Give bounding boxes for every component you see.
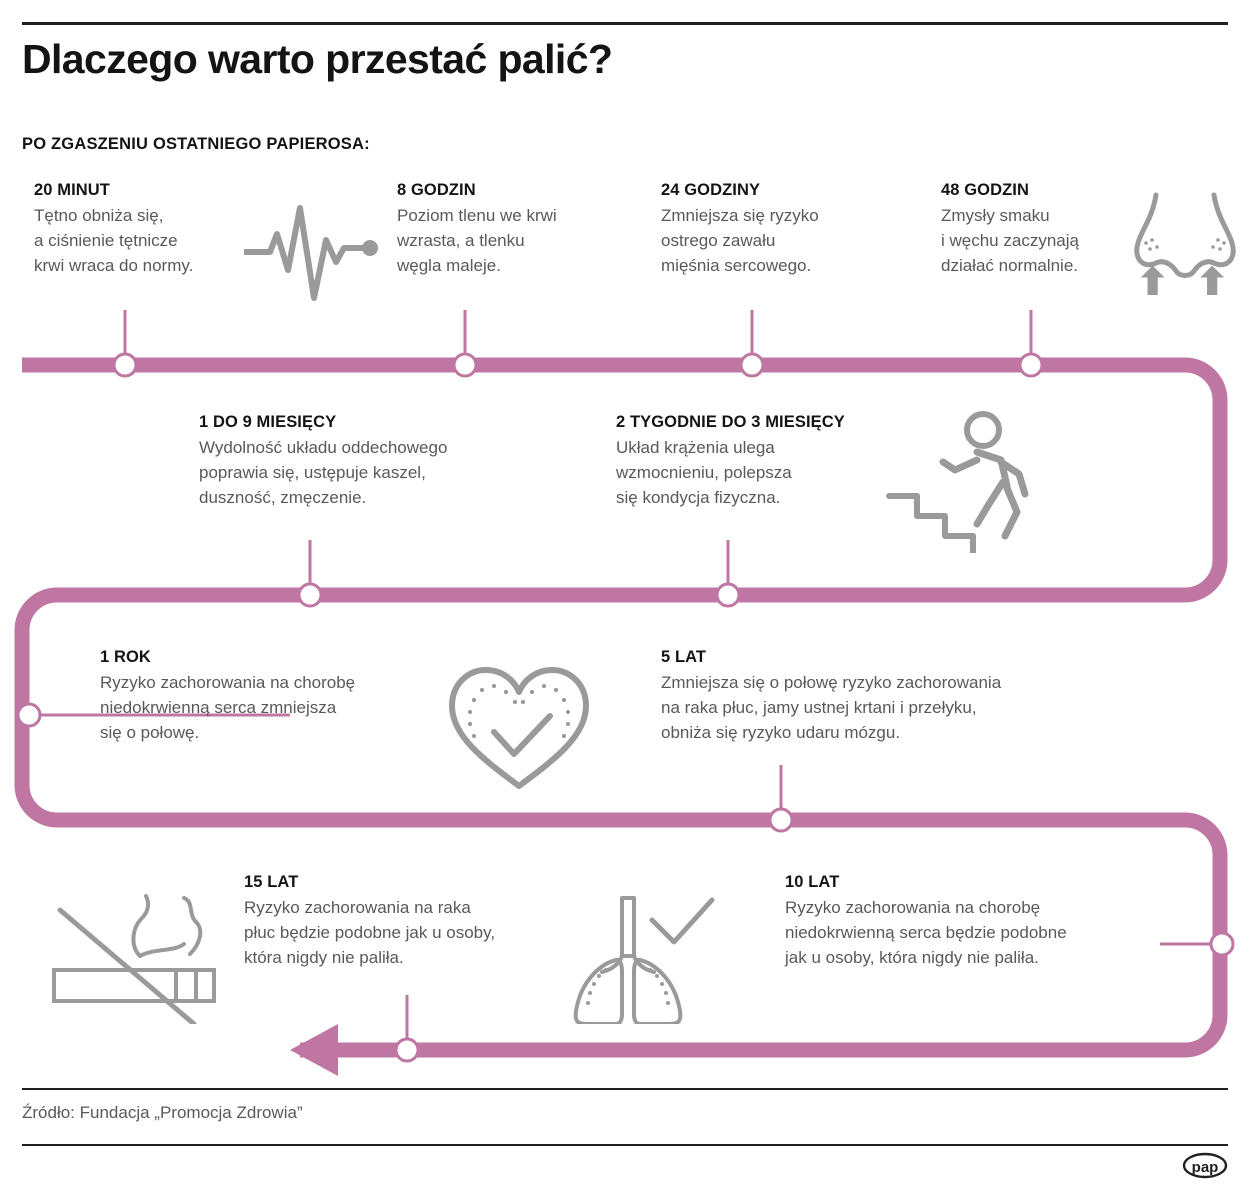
milestone-description: Ryzyko zachorowania na chorobę niedokrwi…: [100, 673, 356, 743]
milestone-description: Układ krążenia ulega wzmocnieniu, poleps…: [616, 438, 792, 508]
timeline-node-20-minut: [112, 352, 138, 378]
milestone-description: Zmniejsza się o połowę ryzyko zachorowan…: [661, 673, 1002, 743]
top-divider: [22, 22, 1228, 25]
milestone-description: Tętno obniża się, a ciśnienie tętnicze k…: [34, 206, 194, 276]
footer-divider-bottom: [22, 1144, 1228, 1146]
timeline-node-8-godzin: [452, 352, 478, 378]
milestone-label: 15 LAT: [244, 873, 299, 891]
page-title: Dlaczego warto przestać palić?: [22, 36, 613, 82]
milestone-24-godziny: 24 GODZINY Zmniejsza się ryzyko ostrego …: [661, 181, 891, 278]
timeline-node-24-godziny: [739, 352, 765, 378]
milestone-label: 1 ROK: [100, 648, 151, 666]
milestone-description: Poziom tlenu we krwi wzrasta, a tlenku w…: [397, 206, 557, 276]
milestone-8-godzin: 8 GODZIN Poziom tlenu we krwi wzrasta, a…: [397, 181, 627, 278]
timeline-node-1-rok: [16, 702, 42, 728]
milestone-1-rok: 1 ROK Ryzyko zachorowania na chorobę nie…: [100, 648, 440, 745]
no-smoking-icon: [44, 884, 234, 1029]
pap-logo: pap: [1182, 1152, 1228, 1179]
milestone-2-tygodnie-do-3-miesiecy: 2 TYGODNIE DO 3 MIESIĘCY Układ krążenia …: [616, 413, 916, 510]
pap-logo-text: pap: [1192, 1159, 1219, 1176]
milestone-label: 5 LAT: [661, 648, 707, 666]
milestone-description: Zmniejsza się ryzyko ostrego zawału mięś…: [661, 206, 819, 276]
footer-divider-top: [22, 1088, 1228, 1090]
milestone-label: 48 GODZIN: [941, 181, 1030, 199]
milestone-description: Ryzyko zachorowania na raka płuc będzie …: [244, 898, 496, 968]
heartbeat-icon: [241, 196, 384, 311]
source-note: Źródło: Fundacja „Promocja Zdrowia”: [22, 1103, 303, 1122]
milestone-5-lat: 5 LAT Zmniejsza się o połowę ryzyko zach…: [661, 648, 1121, 745]
timeline-node-2-tygodnie: [715, 582, 741, 608]
page-subtitle: PO ZGASZENIU OSTATNIEGO PAPIEROSA:: [22, 135, 370, 153]
lungs-check-icon: [560, 884, 720, 1029]
milestone-label: 20 MINUT: [34, 181, 110, 199]
nose-icon: [1130, 185, 1240, 300]
milestone-10-lat: 10 LAT Ryzyko zachorowania na chorobę ni…: [785, 873, 1185, 970]
milestone-15-lat: 15 LAT Ryzyko zachorowania na raka płuc …: [244, 873, 574, 970]
milestone-label: 10 LAT: [785, 873, 840, 891]
timeline-node-10-lat: [1209, 931, 1235, 957]
timeline-node-1-do-9-miesiecy: [297, 582, 323, 608]
milestone-description: Zmysły smaku i węchu zaczynają działać n…: [941, 206, 1079, 276]
milestone-label: 2 TYGODNIE DO 3 MIESIĘCY: [616, 413, 845, 431]
timeline-node-48-godzin: [1018, 352, 1044, 378]
milestone-48-godzin: 48 GODZIN Zmysły smaku i węchu zaczynają…: [941, 181, 1141, 278]
heart-check-icon: [444, 660, 594, 800]
milestone-1-do-9-miesiecy: 1 DO 9 MIESIĘCY Wydolność układu oddecho…: [199, 413, 539, 510]
milestone-label: 24 GODZINY: [661, 181, 761, 199]
milestone-description: Wydolność układu oddechowego poprawia si…: [199, 438, 448, 508]
timeline-node-15-lat: [394, 1037, 420, 1063]
milestone-label: 8 GODZIN: [397, 181, 476, 199]
milestone-20-minut: 20 MINUT Tętno obniża się, a ciśnienie t…: [34, 181, 264, 278]
timeline-node-5-lat: [768, 807, 794, 833]
milestone-label: 1 DO 9 MIESIĘCY: [199, 413, 337, 431]
timeline-arrow-head: [290, 1024, 338, 1076]
milestone-description: Ryzyko zachorowania na chorobę niedokrwi…: [785, 898, 1067, 968]
stairs-runner-icon: [885, 408, 1045, 558]
